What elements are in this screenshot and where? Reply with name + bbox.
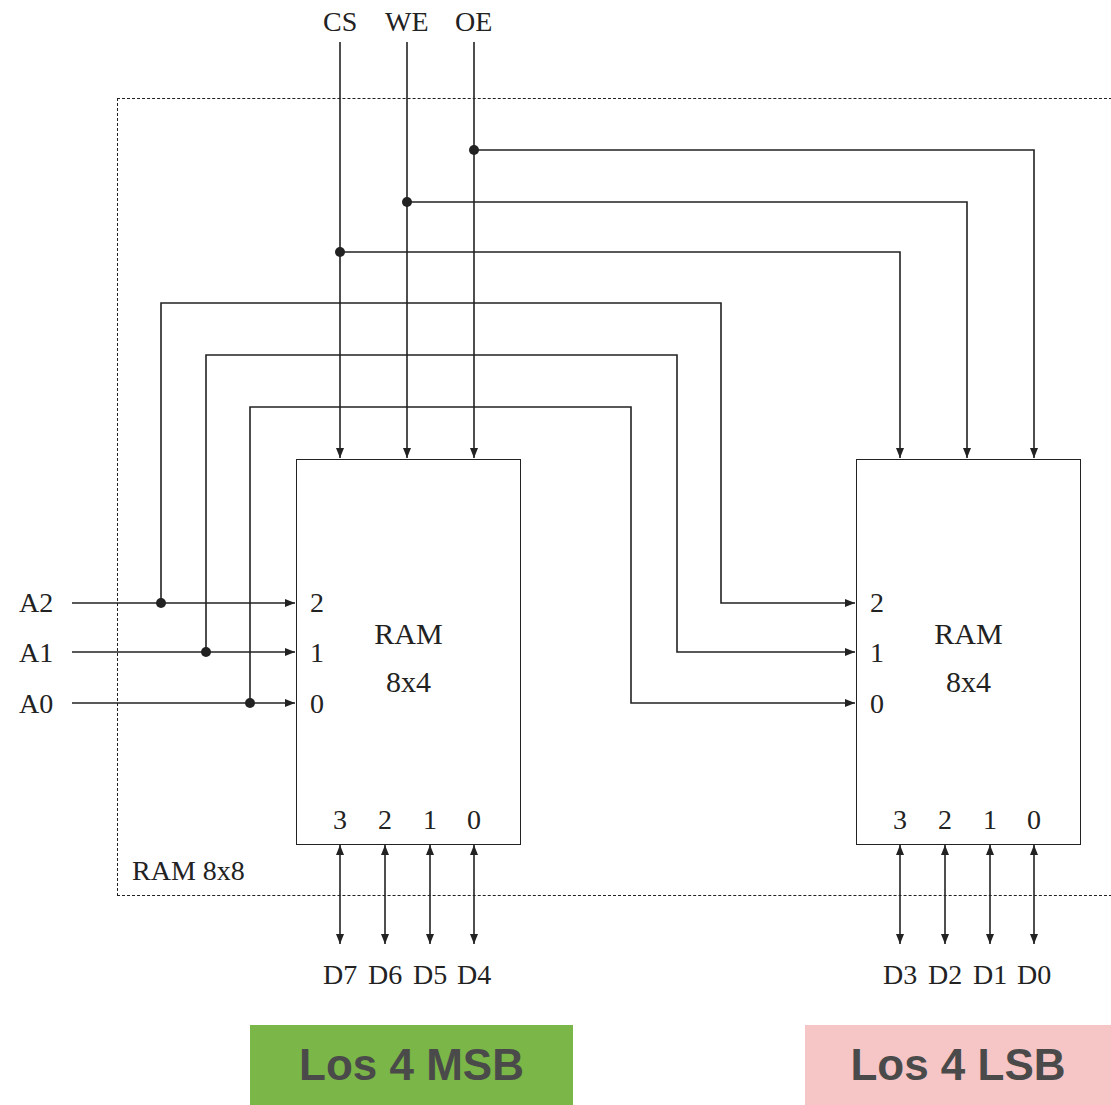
pin-number: 2 [378, 806, 392, 834]
data-wire [1033, 845, 1035, 944]
address-signal: A0 [19, 690, 53, 718]
group-caption: Los 4 MSB [299, 1040, 524, 1090]
pin-number: 1 [870, 639, 884, 667]
address-wire [72, 702, 295, 704]
pin-number: 3 [333, 806, 347, 834]
data-signal: D7 [323, 961, 357, 989]
junction-dot [402, 197, 412, 207]
data-signal: D4 [457, 961, 491, 989]
control-signal: WE [385, 8, 429, 36]
data-wire [944, 845, 946, 944]
address-wire [72, 602, 295, 604]
group-tag: Los 4 LSB [805, 1025, 1111, 1105]
pin-number: 0 [310, 690, 324, 718]
junction-dot [335, 247, 345, 257]
address-signal: A1 [19, 639, 53, 667]
pin-number: 2 [938, 806, 952, 834]
pin-number: 3 [893, 806, 907, 834]
group-caption: Los 4 LSB [850, 1040, 1065, 1090]
chip-name: RAM 8x4 [354, 610, 464, 706]
junction-dot [201, 647, 211, 657]
junction-dot [469, 145, 479, 155]
data-wire [339, 845, 341, 944]
data-wire [473, 845, 475, 944]
data-signal: D2 [928, 961, 962, 989]
pin-number: 0 [1027, 806, 1041, 834]
pin-number: 0 [870, 690, 884, 718]
data-signal: D3 [883, 961, 917, 989]
group-tag: Los 4 MSB [250, 1025, 573, 1105]
data-wire [384, 845, 386, 944]
pin-number: 1 [423, 806, 437, 834]
pin-number: 2 [870, 589, 884, 617]
ram-chip: RAM 8x4 [296, 459, 521, 845]
control-signal: OE [455, 8, 492, 36]
junction-dot [156, 598, 166, 608]
pin-number: 0 [467, 806, 481, 834]
data-signal: D0 [1017, 961, 1051, 989]
address-wire [72, 651, 295, 653]
oe-wire [473, 42, 475, 458]
data-signal: D6 [368, 961, 402, 989]
we-wire [407, 202, 967, 458]
module-name: RAM 8x8 [132, 855, 245, 887]
address-signal: A2 [19, 589, 53, 617]
pin-number: 2 [310, 589, 324, 617]
data-wire [899, 845, 901, 944]
chip-name: RAM 8x4 [914, 610, 1024, 706]
data-signal: D1 [973, 961, 1007, 989]
oe-wire [474, 150, 1034, 458]
ram-chip: RAM 8x4 [856, 459, 1081, 845]
data-wire [429, 845, 431, 944]
data-signal: D5 [413, 961, 447, 989]
module-outline: RAM 8x8 RAM 8x4 RAM 8x4 [117, 98, 1111, 896]
we-wire [406, 42, 408, 458]
control-signal: CS [323, 8, 357, 36]
pin-number: 1 [310, 639, 324, 667]
pin-number: 1 [983, 806, 997, 834]
junction-dot [245, 698, 255, 708]
data-wire [989, 845, 991, 944]
